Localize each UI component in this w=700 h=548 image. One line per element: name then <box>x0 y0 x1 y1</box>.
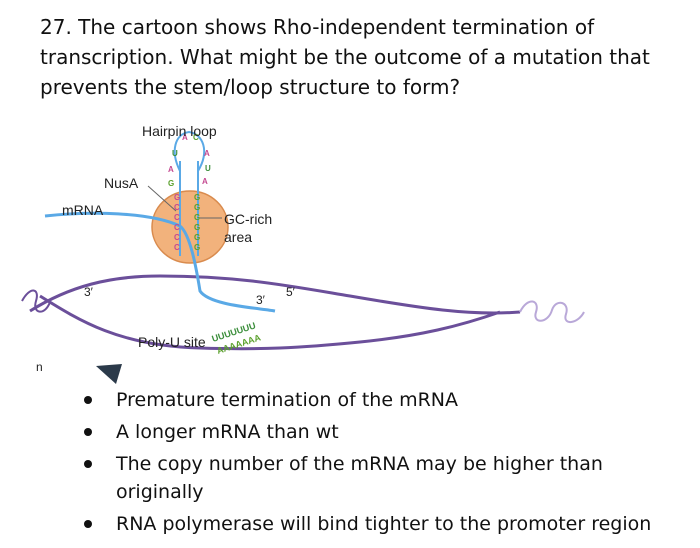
loop-nt: G <box>168 179 174 188</box>
question-text: 27. The cartoon shows Rho-independent te… <box>40 15 650 99</box>
loop-nt: C <box>193 133 199 142</box>
bullet-icon <box>84 396 92 404</box>
loop-nt: A <box>168 165 174 174</box>
dna-coil-right <box>519 300 585 323</box>
area-label: area <box>224 229 252 245</box>
answer-options: Premature termination of the mRNA A long… <box>78 386 688 542</box>
stem-nt: C <box>174 213 180 222</box>
answer-option-text: RNA polymerase will bind tighter to the … <box>116 513 652 535</box>
stem-nt: G <box>194 223 200 232</box>
dna-template-strand <box>29 274 521 315</box>
mrna-strand <box>44 211 276 313</box>
answer-option[interactable]: Premature termination of the mRNA <box>78 386 688 414</box>
stem-nt: G <box>194 233 200 242</box>
stem-nt: C <box>174 203 180 212</box>
answer-option[interactable]: The copy number of the mRNA may be highe… <box>78 450 688 506</box>
hairpin-loop-label: Hairpin loop <box>142 123 217 139</box>
answer-option[interactable]: A longer mRNA than wt <box>78 418 688 446</box>
dna-coding-strand <box>39 294 501 351</box>
stem-nt: G <box>194 243 200 252</box>
answer-option-text: A longer mRNA than wt <box>116 421 339 443</box>
gc-rich-label: GC-rich <box>224 211 272 227</box>
stem-nt: C <box>174 243 180 252</box>
loop-nt: A <box>182 133 188 142</box>
answer-option-text: Premature termination of the mRNA <box>116 389 458 411</box>
loop-nt: U <box>172 149 178 158</box>
poly-u-site-label: Poly-U site <box>138 334 206 350</box>
mrna-label: mRNA <box>62 202 104 218</box>
stem-nt: C <box>174 223 180 232</box>
three-prime-left-label: 3′ <box>84 285 94 299</box>
rna-polymerase <box>151 190 229 264</box>
n-label: n <box>36 360 43 374</box>
bullet-icon <box>84 428 92 436</box>
nusa-pointer <box>147 185 177 212</box>
bullet-icon <box>84 520 92 528</box>
dna-coil-left <box>21 289 51 313</box>
hairpin-loop <box>173 130 206 172</box>
answer-option[interactable]: RNA polymerase will bind tighter to the … <box>78 510 688 538</box>
three-prime-right-label: 3′ <box>256 293 266 307</box>
bullet-icon <box>84 460 92 468</box>
stem-nt: G <box>194 213 200 222</box>
nusa-label: NusA <box>104 175 139 191</box>
loop-nt: A <box>202 177 208 186</box>
stem-nt: C <box>174 233 180 242</box>
five-prime-label: 5′ <box>286 285 296 299</box>
loop-nt: A <box>204 149 210 158</box>
stem-nt: G <box>194 193 200 202</box>
direction-arrow-icon <box>96 364 122 384</box>
stem-nt: G <box>194 203 200 212</box>
answer-option-text: The copy number of the mRNA may be highe… <box>116 453 603 503</box>
loop-nt: U <box>205 164 211 173</box>
rho-independent-termination-figure: U A C A U A A G G C C C C C G G G G G G … <box>21 123 585 384</box>
stem-nt: G <box>174 193 180 202</box>
